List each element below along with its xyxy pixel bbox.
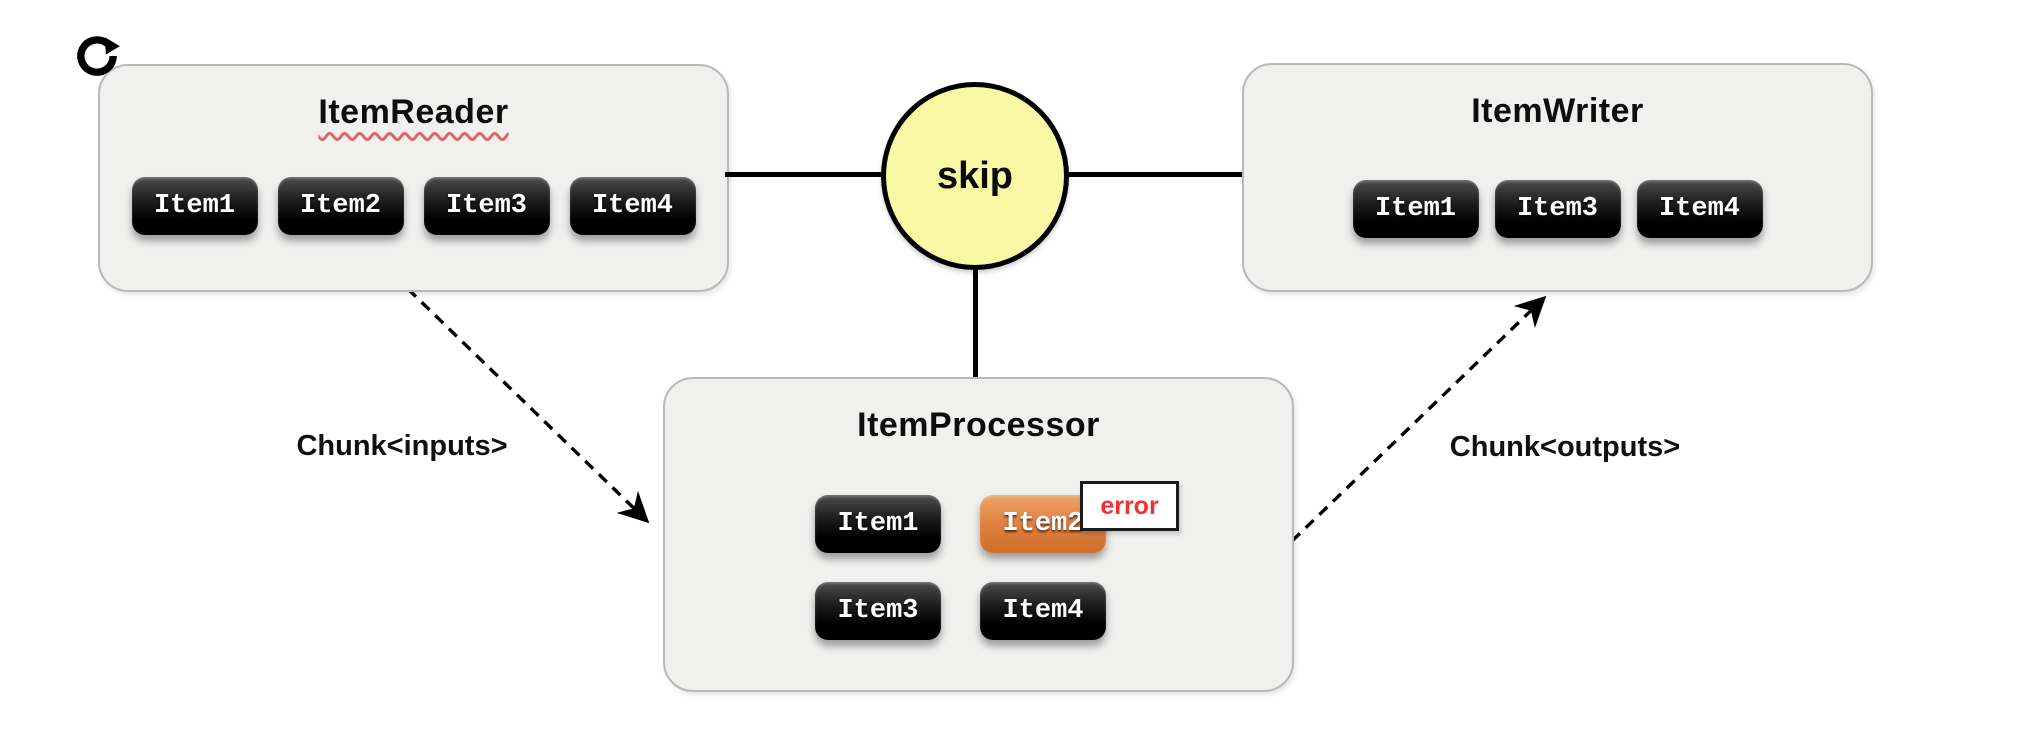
reader-item-1: Item1 bbox=[131, 177, 258, 235]
item-writer-title: ItemWriter bbox=[1471, 92, 1644, 130]
item-reader-title: ItemReader bbox=[318, 93, 509, 131]
item-writer-box: ItemWriter Item1 Item3 Item4 bbox=[1242, 63, 1873, 292]
connector-skip-to-writer bbox=[1068, 172, 1242, 177]
item-writer-items: Item1 Item3 Item4 bbox=[1244, 180, 1871, 238]
chunk-outputs-arrow bbox=[1290, 295, 1547, 543]
writer-item-1: Item1 bbox=[1352, 180, 1479, 238]
item-processor-items: Item1 Item2 Item3 Item4 bbox=[815, 495, 1107, 640]
item-reader-box: ItemReader Item1 Item2 Item3 Item4 bbox=[98, 64, 729, 292]
processor-item-1: Item1 bbox=[815, 495, 941, 553]
item-processor-box: ItemProcessor Item1 Item2 Item3 Item4 er… bbox=[663, 377, 1294, 692]
connector-skip-to-processor bbox=[973, 268, 978, 378]
reader-item-3: Item3 bbox=[423, 177, 550, 235]
item-processor-title: ItemProcessor bbox=[857, 406, 1100, 444]
restart-loop-icon bbox=[72, 30, 122, 80]
skip-label: skip bbox=[936, 154, 1014, 197]
error-badge: error bbox=[1080, 481, 1179, 531]
item-reader-items: Item1 Item2 Item3 Item4 bbox=[100, 177, 727, 235]
connector-reader-to-skip bbox=[725, 172, 881, 177]
reader-item-4: Item4 bbox=[569, 177, 696, 235]
chunk-inputs-arrow bbox=[406, 287, 650, 524]
writer-item-4: Item4 bbox=[1636, 180, 1763, 238]
reader-item-2: Item2 bbox=[277, 177, 404, 235]
skip-node: skip bbox=[881, 82, 1069, 270]
processor-item-4: Item4 bbox=[980, 582, 1106, 640]
chunk-outputs-label: Chunk<outputs> bbox=[1449, 431, 1681, 463]
writer-item-3: Item3 bbox=[1494, 180, 1621, 238]
processor-item-3: Item3 bbox=[815, 582, 941, 640]
chunk-inputs-label: Chunk<inputs> bbox=[296, 430, 508, 462]
